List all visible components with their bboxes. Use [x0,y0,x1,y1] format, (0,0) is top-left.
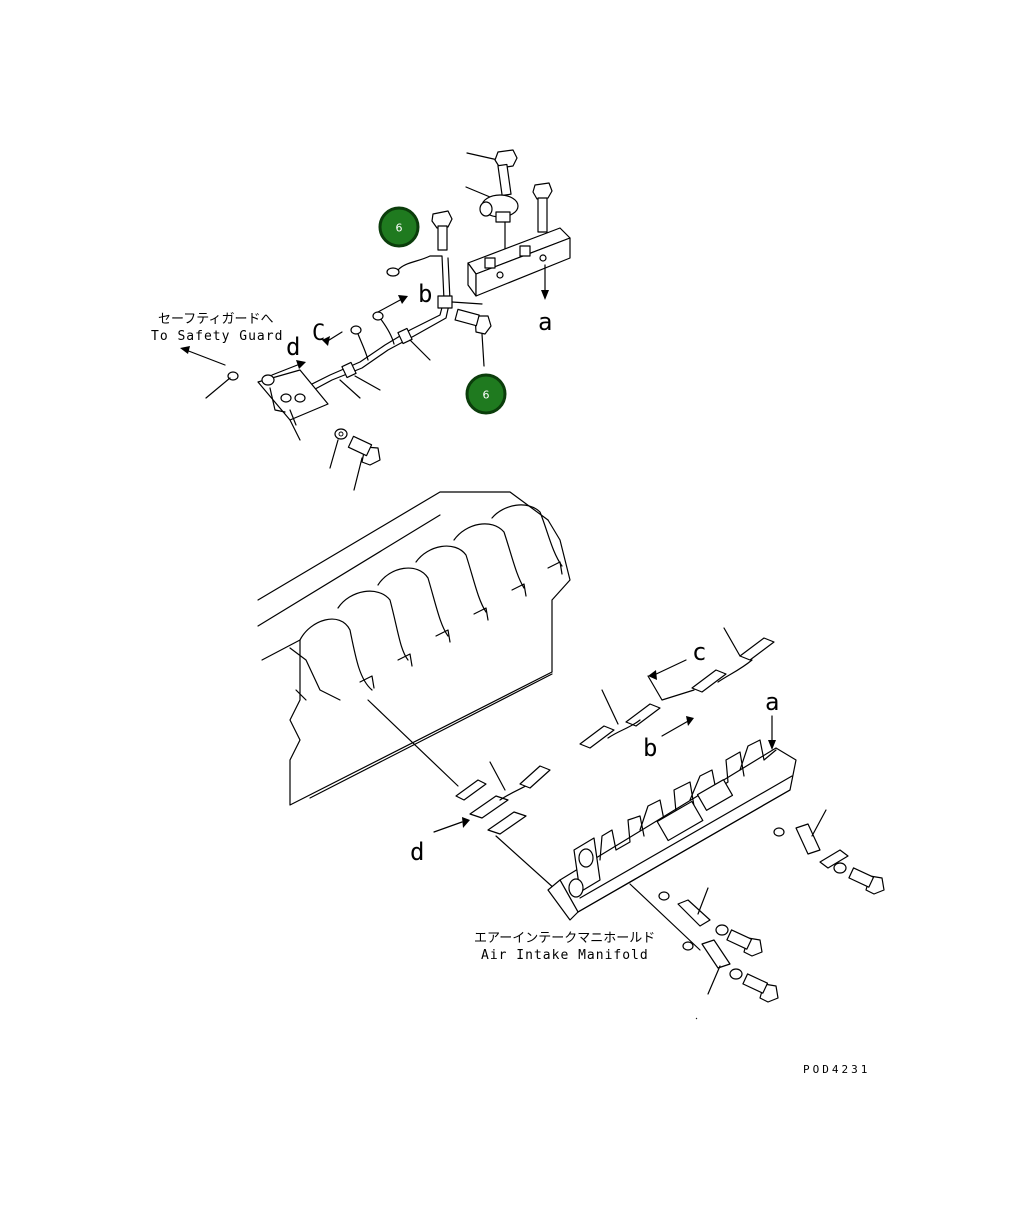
callout-6-lower[interactable]: 6 [465,373,507,415]
ref-letter-a-top: a [538,308,552,336]
ref-letter-b-top: b [418,280,432,308]
gasket-set-lower [433,627,775,891]
ref-letter-d-top: d [286,333,300,361]
ref-arrow-a-bottom [768,715,776,750]
ref-arrow-b-top [377,295,408,313]
callout-6-upper[interactable]: 6 [378,206,420,248]
ref-arrow-d-top [271,360,306,376]
ref-letter-c-top: C [312,321,325,346]
air-intake-manifold [547,715,797,951]
wire-harness [284,255,483,401]
sensor-body [465,186,519,257]
ref-arrow-safety-guard [180,346,226,366]
engine-cylinder-head [257,491,571,806]
ref-letter-d-bottom: d [410,838,424,866]
bolt-top [466,149,518,197]
manifold-label-jp: エアーインテークマニホールド [474,931,655,946]
mounting-bracket [467,227,571,297]
callout-6-upper-label: 6 [396,222,403,235]
drawing-code: POD4231 [803,1063,870,1076]
bolt-harness-right [454,308,492,367]
ref-arrow-d-bottom [433,817,470,833]
safety-guard-label-jp: セーフティガードへ [158,312,273,327]
bolt-harness-clamp [431,210,453,251]
bolt-bracket [532,182,553,233]
bolt-washer-lower [329,428,381,491]
manifold-label-en: Air Intake Manifold [481,948,649,963]
harness-end-bracket [205,369,329,441]
ref-letter-a-bottom: a [765,688,779,716]
sensor-bracket-assembly [180,149,571,491]
ref-letter-c-bottom: c [692,638,706,666]
callout-6-lower-label: 6 [483,389,490,402]
ref-arrow-b-bottom [661,716,694,737]
manifold-mount-hardware [658,809,885,1020]
safety-guard-label-en: To Safety Guard [151,329,283,344]
ref-arrow-c-bottom [648,659,687,680]
ref-arrow-c-top [322,331,343,346]
ref-arrow-a-top [541,264,549,300]
ref-letter-b-bottom: b [643,734,657,762]
